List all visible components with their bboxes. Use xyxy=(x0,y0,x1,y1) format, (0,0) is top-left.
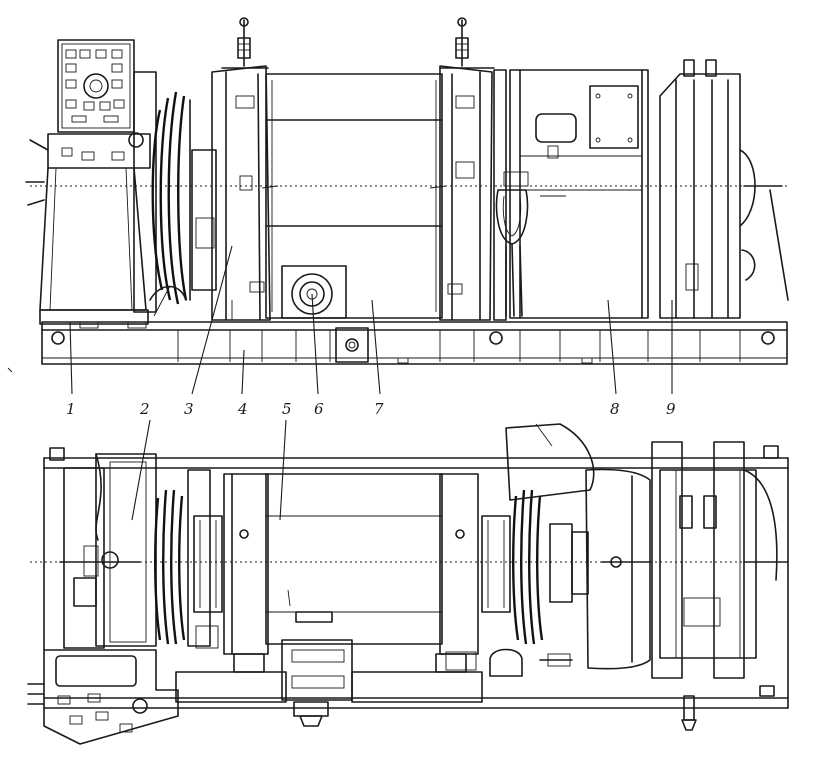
side-elevation-view xyxy=(25,17,790,365)
callout-5: 5 xyxy=(282,400,292,418)
control-console xyxy=(25,39,151,325)
stray-mark xyxy=(7,367,13,373)
callout-8: 8 xyxy=(610,400,620,418)
callout-4: 4 xyxy=(237,400,248,418)
plan-left-housing xyxy=(193,473,269,655)
coupling-assembly xyxy=(493,69,529,321)
left-flange-housing xyxy=(211,17,271,321)
plan-right-housing xyxy=(439,473,511,671)
plan-drum xyxy=(265,473,443,645)
right-flange-housing xyxy=(439,17,495,321)
callout-3: 3 xyxy=(184,400,194,418)
callout-1: 1 xyxy=(66,400,76,418)
plan-end-brake xyxy=(651,441,789,731)
plan-view xyxy=(27,423,790,745)
end-brake-unit xyxy=(659,59,789,319)
callout-7: 7 xyxy=(374,400,384,418)
plan-motor xyxy=(585,468,651,670)
base-frame xyxy=(41,321,788,365)
main-drum xyxy=(261,73,447,319)
callout-2: 2 xyxy=(139,400,150,418)
plan-gear-train xyxy=(175,639,573,727)
top-view-leaders xyxy=(69,245,673,521)
callout-6: 6 xyxy=(314,400,324,418)
callout-9: 9 xyxy=(666,400,676,418)
plan-frame xyxy=(30,445,790,709)
plan-left-block xyxy=(59,453,157,649)
plan-control-pedestal xyxy=(27,649,179,745)
electric-motor xyxy=(509,69,649,319)
plan-right-sheaves xyxy=(505,423,595,645)
brake-sheave-assembly xyxy=(133,71,217,317)
plan-sheaves xyxy=(154,469,211,647)
callout-labels: 1 2 3 4 5 6 7 8 9 xyxy=(66,400,676,418)
